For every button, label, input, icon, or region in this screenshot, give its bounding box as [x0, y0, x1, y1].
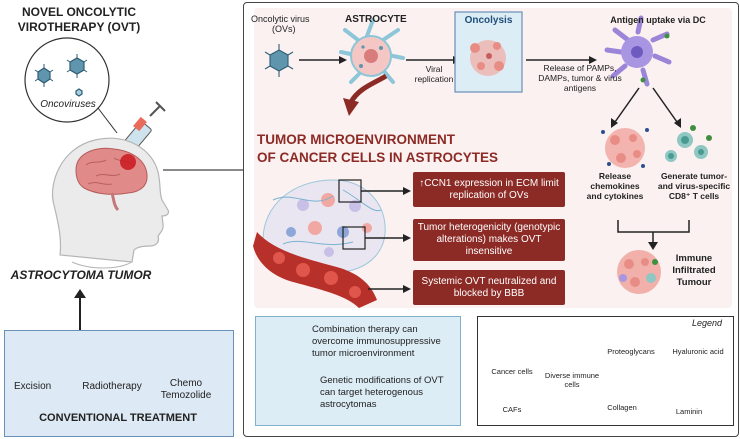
conventional-panel: [4, 330, 234, 437]
release-chemokines-cell: [601, 128, 649, 168]
release-label-line2: DAMPs, tumor & virus: [538, 73, 622, 83]
legend-laminin: Laminin: [675, 407, 703, 416]
combination-line3: tumor microenvironment: [312, 348, 415, 359]
microenv-title-line2: OF CANCER CELLS IN ASTROCYTES: [257, 150, 499, 165]
heterogenicity-line3: insensitive: [465, 246, 513, 257]
bbb-line2: blocked by BBB: [453, 287, 525, 299]
ccn1-line2: replication of OVs: [449, 189, 529, 201]
bbb-line1: Systemic OVT neutralized and: [421, 275, 557, 287]
treatment-temozolide: Temozolide: [160, 390, 212, 401]
legend-title: Legend: [692, 318, 723, 328]
generate-tcells-line3: CD8⁺ T cells: [668, 191, 720, 201]
ovt-title-line2: VIROTHERAPY (OVT): [17, 20, 141, 34]
release-chemokines-line1: Release: [598, 171, 632, 181]
oncolysis-label: Oncolysis: [464, 15, 513, 26]
oncoviruses-label: Oncoviruses: [40, 99, 96, 110]
immune-infiltrated-tumor: [617, 250, 661, 294]
treatment-radiotherapy: Radiotherapy: [82, 381, 142, 392]
oncovirus-circle: [24, 37, 110, 123]
astrocyte-label: ASTROCYTE: [345, 14, 407, 25]
genetic-line3: astrocytomas: [320, 399, 377, 410]
dendritic-cell-icon: [604, 15, 672, 87]
genetic-line2: can target heterogenous: [320, 387, 423, 398]
ccn1-box: ↑CCN1 expression in ECM limit replicatio…: [413, 172, 565, 207]
ccn1-line1: ↑CCN1 expression in ECM limit: [419, 177, 559, 189]
heterogenicity-box: Tumor heterogenicity (genotypic alterati…: [413, 219, 565, 261]
bbb-box: Systemic OVT neutralized and blocked by …: [413, 270, 565, 305]
antigen-uptake-label: Antigen uptake via DC: [610, 15, 706, 25]
ov-label-line1: Oncolytic virus: [251, 14, 310, 24]
viral-label-line2: replication: [414, 74, 454, 84]
generate-tcells-line2: and virus-specific: [657, 181, 731, 191]
microenv-title-line1: TUMOR MICROENVIRONMENT: [257, 132, 455, 147]
legend-collagen: Collagen: [607, 403, 637, 412]
legend-proteoglycans: Proteoglycans: [607, 347, 655, 356]
ov-label-line2: (OVs): [272, 24, 296, 34]
ovt-title-line1: NOVEL ONCOLYTIC: [21, 5, 137, 19]
astrocyte-icon: [339, 18, 405, 84]
viral-label-line1: Viral: [425, 64, 443, 74]
legend-hyaluronic: Hyaluronic acid: [672, 347, 724, 356]
legend-cafs: CAFs: [502, 405, 522, 414]
genetic-line1: Genetic modifications of OVT: [320, 375, 444, 386]
legend-immune-line1: Diverse immune: [544, 371, 600, 380]
oncolysis-cells: [470, 40, 506, 76]
heterogenicity-line2: alterations) makes OVT: [436, 234, 542, 245]
t-cells-icon: [665, 125, 712, 162]
main-illustration: [253, 11, 712, 404]
release-label-line1: Release of PAMPs,: [543, 63, 617, 73]
tumor-label: ASTROCYTOMA TUMOR: [10, 268, 152, 282]
treatment-chemo: Chemo: [169, 378, 203, 389]
vessel-illustration: [253, 179, 386, 308]
release-chemokines-line2: chemokines: [590, 181, 640, 191]
generate-tcells-line1: Generate tumor-: [660, 171, 728, 181]
tumor-spot: [120, 154, 136, 170]
release-chemokines-line3: and cytokines: [586, 191, 644, 201]
treatment-excision: Excision: [14, 381, 52, 392]
conventional-title: CONVENTIONAL TREATMENT: [39, 412, 197, 424]
infiltrated-line3: Tumour: [676, 277, 712, 288]
legend-immune-line2: cells: [564, 380, 580, 389]
heterogenicity-line1: Tumor heterogenicity (genotypic: [417, 222, 561, 233]
legend-cancer-cells: Cancer cells: [491, 367, 533, 376]
infiltrated-line1: Immune: [675, 253, 713, 264]
legend-box: [477, 316, 734, 426]
combination-line1: Combination therapy can: [312, 324, 418, 335]
combination-line2: overcome immunosuppressive: [312, 336, 441, 347]
release-label-line3: antigens: [563, 83, 597, 93]
combination-panel: [255, 316, 461, 426]
oncolytic-virus-icon: [264, 44, 294, 77]
infiltrated-line2: Infiltrated: [672, 265, 716, 276]
